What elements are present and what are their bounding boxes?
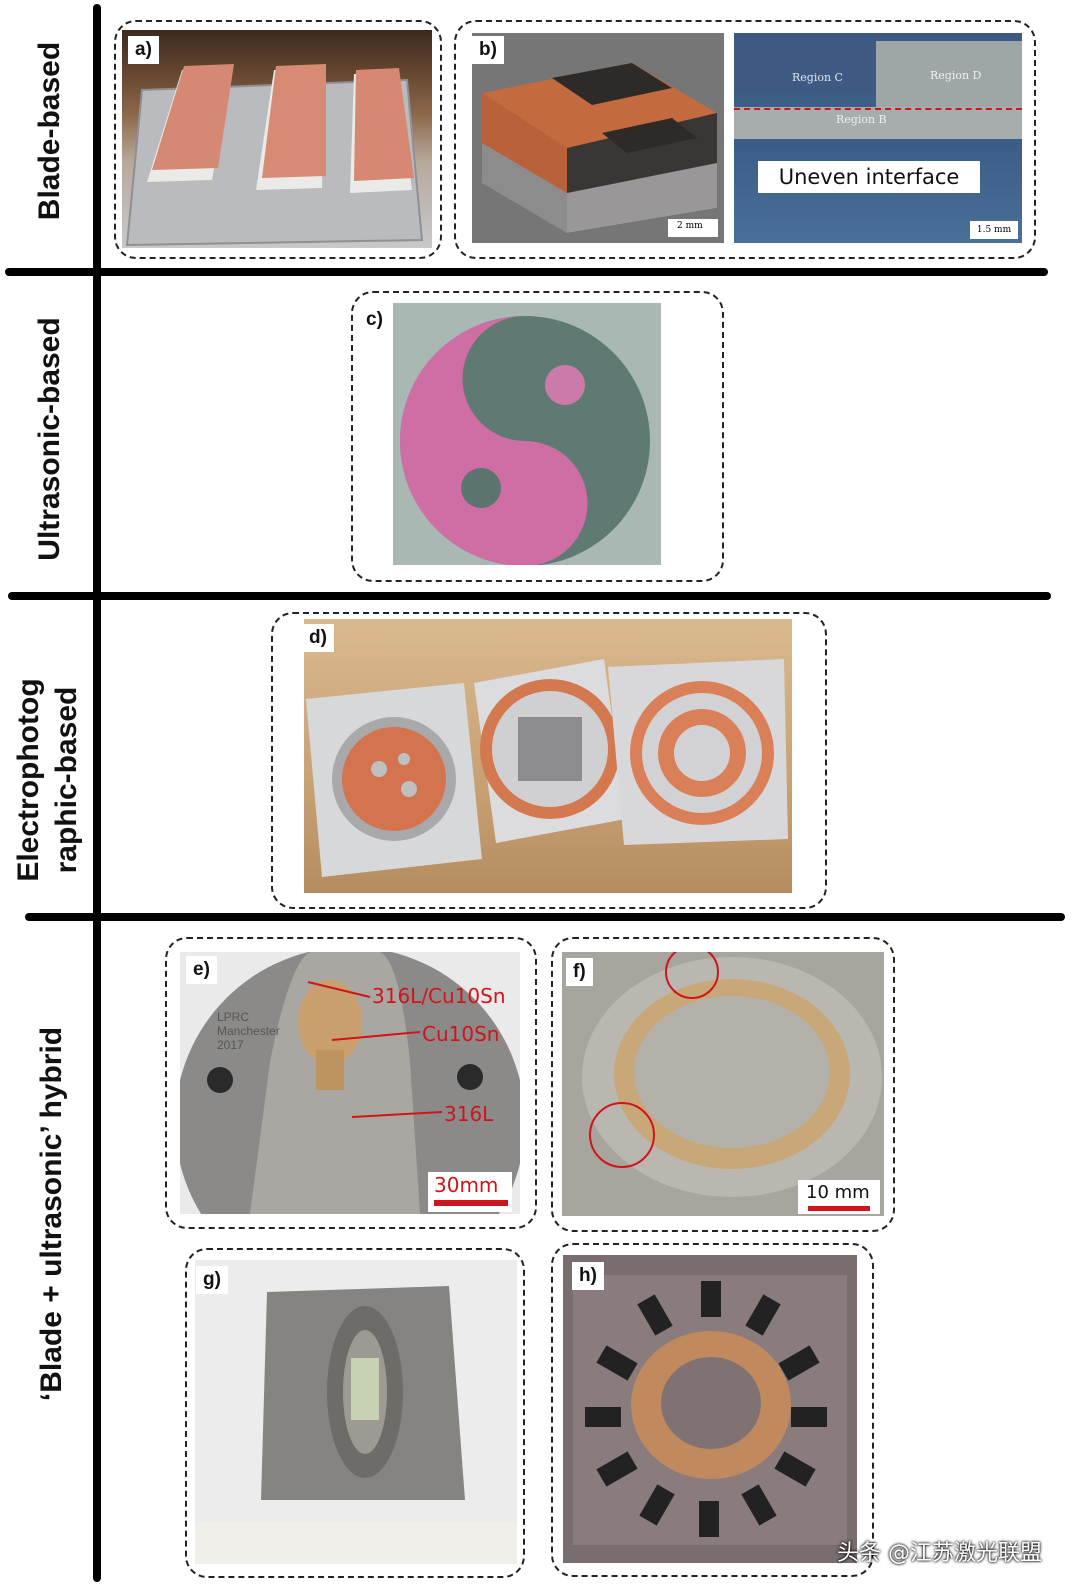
panel-b-left-photo: 2 mm — [472, 33, 724, 243]
row-label-ultrasonic: Ultrasonic-based — [33, 317, 66, 561]
region-b-label: Region B — [836, 113, 887, 126]
row-label-electro-line2: raphic-based — [50, 686, 83, 874]
interface-line — [734, 108, 1022, 110]
region-c-label: Region C — [792, 71, 843, 84]
panel-d-label: d) — [302, 624, 334, 652]
panel-f-scale-line — [808, 1206, 870, 1211]
row-label-blade: Blade-based — [33, 41, 66, 221]
label-cu10sn: Cu10Sn — [422, 1022, 500, 1046]
panel-b-label: b) — [472, 36, 504, 64]
panel-e-scale-line — [434, 1200, 508, 1206]
panel-b-right-photo: Region C Region D Region B Uneven interf… — [734, 33, 1022, 243]
panel-c-frame — [351, 291, 724, 582]
panel-e-frame — [165, 937, 537, 1229]
panel-d-frame — [271, 612, 827, 909]
region-d-label: Region D — [930, 69, 982, 82]
panel-f-photo: 10 mm — [562, 952, 884, 1216]
panel-h-frame — [551, 1243, 874, 1577]
panel-f-scale-bar: 10 mm — [798, 1180, 880, 1214]
region-b-area — [734, 107, 1022, 139]
panel-e-bust-illustration — [180, 952, 520, 1214]
panel-g-pendant-illustration — [195, 1260, 517, 1564]
panel-a-photo — [122, 30, 432, 248]
panel-h-label: h) — [572, 1262, 604, 1290]
plate-text-line3: 2017 — [217, 1038, 244, 1052]
row-divider-1 — [5, 268, 1048, 276]
vertical-divider — [93, 4, 101, 1582]
panel-f-frame — [551, 937, 895, 1232]
panel-a-frame — [114, 20, 442, 259]
region-d-area — [876, 41, 1022, 107]
panel-c-label: c) — [359, 306, 390, 334]
panel-e-photo: LPRC Manchester 2017 316L/Cu10Sn Cu10Sn … — [180, 952, 520, 1214]
panel-e-scale-bar: 30mm — [428, 1172, 512, 1212]
panel-g-label: g) — [196, 1266, 228, 1294]
row-divider-2 — [8, 592, 1051, 600]
label-316l-cu10sn: 316L/Cu10Sn — [372, 984, 506, 1008]
panel-g-frame — [185, 1248, 525, 1578]
panel-b-cube-illustration — [472, 33, 724, 243]
panel-b-frame — [454, 20, 1036, 259]
row-divider-3 — [25, 913, 1065, 921]
watermark: 头条 @江苏激光联盟 — [837, 1541, 1042, 1566]
panel-f-label: f) — [566, 958, 593, 986]
panel-a-illustration — [125, 64, 424, 247]
panel-a-label: a) — [128, 36, 159, 64]
panel-d-coupons-illustration — [306, 659, 788, 877]
uneven-interface-callout: Uneven interface — [758, 161, 980, 193]
panel-f-scale-text: 10 mm — [806, 1182, 870, 1203]
plate-text-line1: LPRC — [217, 1010, 250, 1024]
panel-b-scale-left: 2 mm — [677, 221, 703, 231]
panel-h-gear-illustration — [563, 1255, 857, 1563]
row-label-electrophotographic: Electrophotog raphic-based — [10, 650, 90, 910]
panel-e-label: e) — [186, 956, 217, 984]
row-label-electro-line1: Electrophotog — [12, 678, 45, 882]
panel-e-scale-text: 30mm — [434, 1173, 499, 1197]
plate-text: LPRC Manchester 2017 — [217, 1010, 280, 1052]
plate-text-line2: Manchester — [217, 1024, 280, 1038]
panel-b-scale-right: 1.5 mm — [970, 221, 1018, 239]
label-316l: 316L — [444, 1102, 494, 1126]
panel-c-yin-yang-illustration — [393, 303, 661, 565]
panel-f-impeller-illustration — [562, 952, 884, 1216]
panel-d-photo — [304, 619, 792, 893]
panel-h-photo — [563, 1255, 857, 1563]
panel-c-photo — [393, 303, 661, 565]
panel-g-photo — [195, 1260, 517, 1564]
row-label-hybrid: ‘Blade + ultrasonic’ hybrid — [35, 1026, 68, 1402]
panel-e-leader-lines — [307, 981, 443, 1118]
